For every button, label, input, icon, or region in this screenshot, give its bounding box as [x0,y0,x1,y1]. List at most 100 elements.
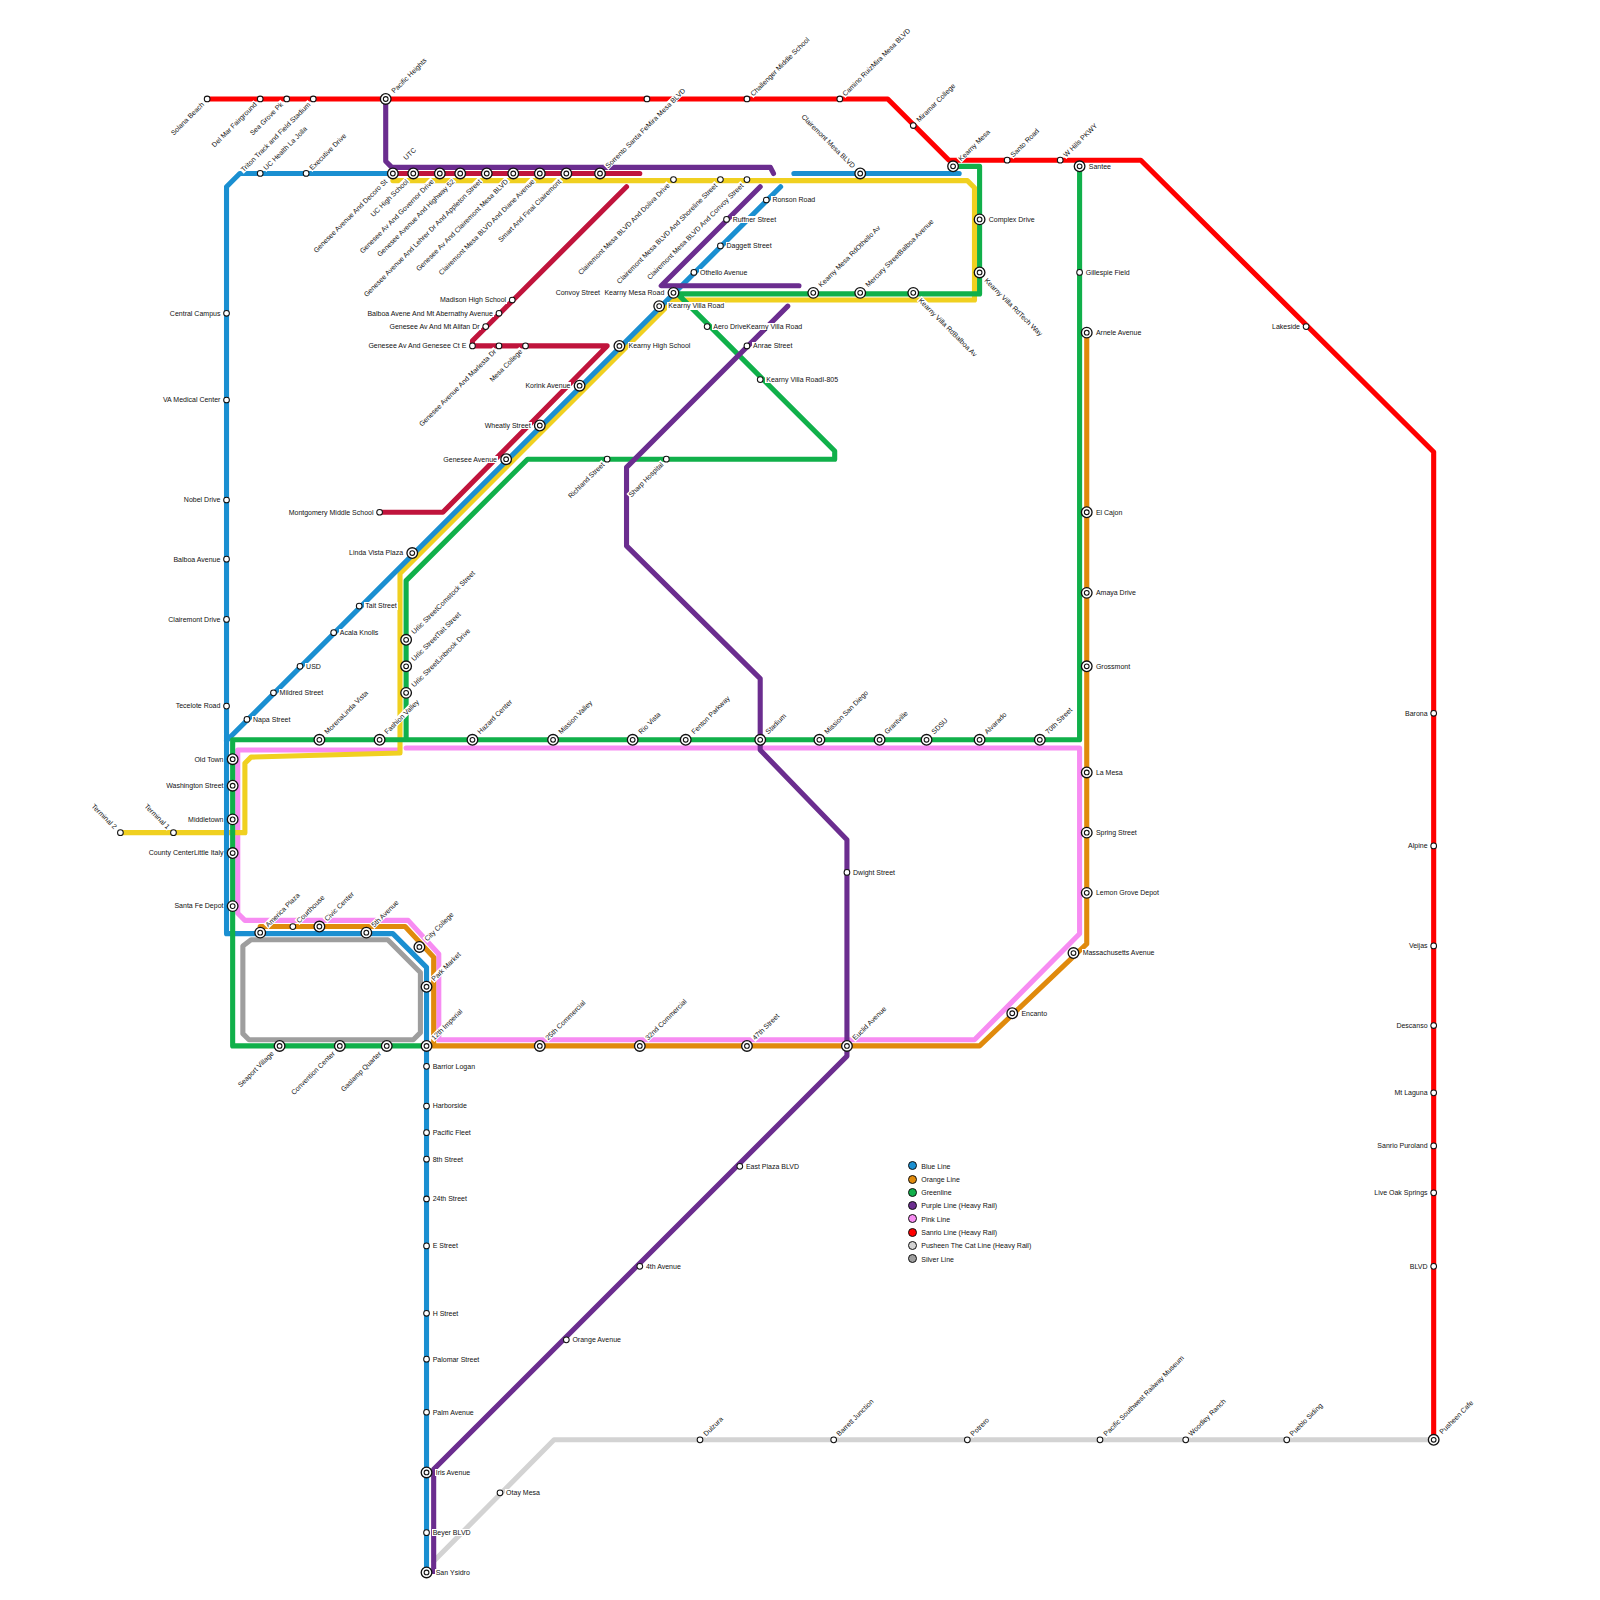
station-marker [424,1310,430,1316]
station-label: Civic Center [323,890,357,924]
station-core [911,291,916,296]
station-label: Tait Street [364,602,398,609]
station-label: VA Medical Center [162,396,221,403]
station-marker [424,1530,430,1536]
station-label: W Hills PKWY [1061,121,1099,159]
station-label: Challenger Middle School [748,35,811,98]
station-ring [401,688,412,699]
station-ring [227,901,238,912]
station-marker [401,688,412,699]
station-marker [948,161,959,172]
station-ring [224,497,230,503]
station-ring [224,310,230,316]
station-marker [844,870,850,876]
station-ring [508,168,519,179]
station-ring [1097,1437,1103,1443]
station-ring [118,830,124,836]
station-ring [421,1467,432,1478]
station-label: E Street [432,1242,459,1249]
station-ring [718,177,724,183]
station-label: Genesee Avenue And Marlesta Dr [417,347,498,428]
station-ring [1431,1023,1437,1029]
station-label: Orange Avenue [571,1336,622,1343]
station-core [230,817,235,822]
station-marker [874,734,885,745]
station-ring [921,734,932,745]
station-marker [501,454,512,465]
station-ring [644,96,650,102]
station-core [258,930,263,935]
station-marker [224,556,230,562]
station-label: Harborside [432,1102,468,1109]
station-marker [595,168,606,179]
station-core [384,1044,389,1049]
station-ring [227,780,238,791]
station-label: Genesee Av And Clairemont Mesa BLVD [414,177,510,273]
station-ring [414,942,425,953]
station-ring [814,734,825,745]
station-label: Fenton Parkway [689,694,731,736]
station-core [598,171,603,176]
station-ring [501,454,512,465]
legend-text: Pink Line [920,1216,951,1223]
station-ring [964,1437,970,1443]
station-marker [424,1196,430,1202]
station-marker [737,1163,743,1169]
station-ring [1007,1008,1018,1019]
station-ring [697,1437,703,1443]
station-core [977,737,982,742]
station-label: Pacific Southwest Railway Museum [1101,1354,1186,1439]
station-marker [1431,1190,1437,1196]
station-ring [496,310,502,316]
silver-route [243,940,421,1040]
station-ring [421,1041,432,1052]
station-ring [331,630,337,636]
station-marker [224,617,230,623]
station-label: Dulzura [701,1415,725,1439]
station-ring [1303,324,1309,330]
station-label: Beyer BLVD [432,1529,472,1536]
station-core [411,171,416,176]
station-marker [763,197,769,203]
station-label: Kearny Villa RdBalboa Av [917,296,980,359]
station-core [1431,1437,1436,1442]
station-marker [614,341,625,352]
station-label: 70th Street [1043,706,1074,737]
station-core [424,1044,429,1049]
station-label: Kearny Mesa Road [603,289,665,296]
station-ring [534,168,545,179]
station-marker [718,177,724,183]
station-label: Sharp Hospital [626,460,665,499]
station-label: Woodley Ranch [1187,1397,1228,1438]
station-label: UTC [401,145,418,162]
station-ring [534,1041,545,1052]
station-label: Clairemont Mesa BLVD [799,112,857,170]
station-ring [257,96,263,102]
station-label: City College [423,910,456,943]
station-marker [964,1437,970,1443]
station-marker [724,217,730,223]
station-ring [855,288,866,299]
station-ring [470,343,476,349]
station-label: Iris Avenue [435,1469,472,1476]
station-ring [1081,767,1092,778]
station-marker [381,1041,392,1052]
station-ring [1081,507,1092,518]
legend-swatch [908,1228,917,1237]
station-core [1084,770,1089,775]
station-marker [257,171,263,177]
station-marker [314,921,325,932]
station-core [745,1044,750,1049]
station-ring [424,1530,430,1536]
station-marker [1081,767,1092,778]
station-marker [691,270,697,276]
station-marker [1068,948,1079,959]
station-ring [671,177,677,183]
station-label: Amaya Drive [1095,589,1137,596]
station-label: Santa Fe Depot [173,902,224,909]
station-ring [377,509,383,515]
station-core [858,291,863,296]
station-core [404,637,409,642]
station-marker [534,1041,545,1052]
station-marker [1081,327,1092,338]
